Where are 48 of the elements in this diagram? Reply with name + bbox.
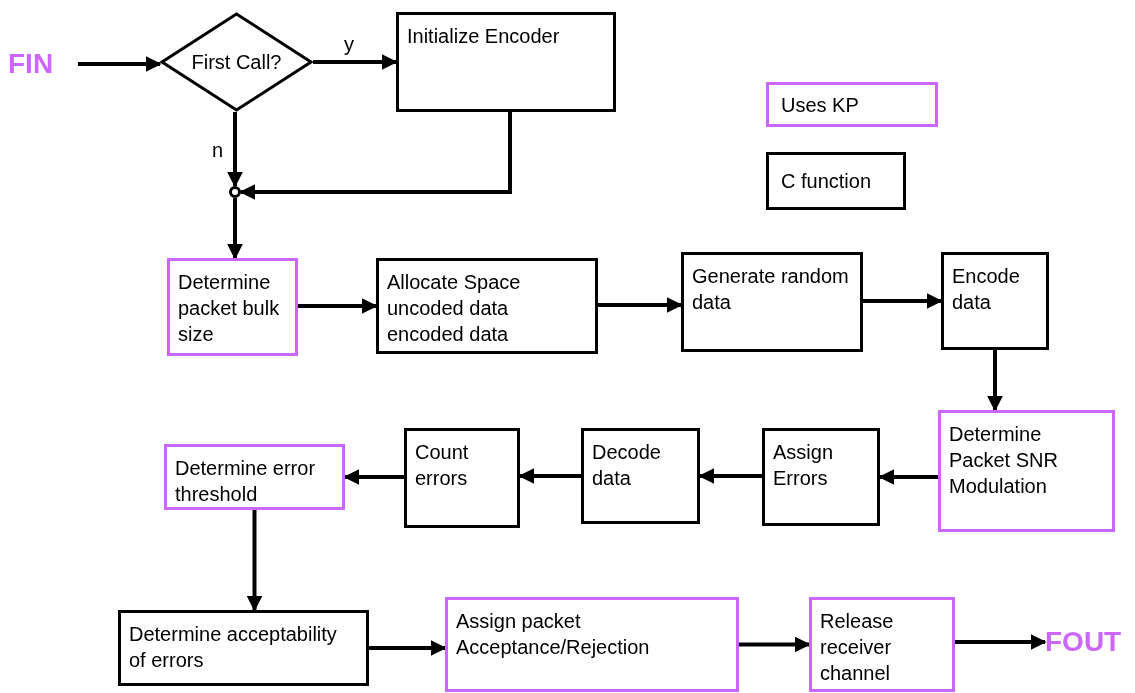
node-text: Assign Errors (773, 440, 835, 491)
process-box (762, 428, 880, 526)
process-box (445, 597, 739, 692)
arrow (369, 640, 447, 656)
node-text: Assign packet Acceptance/Rejection (456, 609, 651, 660)
terminal-label: FIN (8, 46, 78, 82)
process-box (118, 610, 369, 686)
arrow (739, 636, 811, 653)
arrow (298, 298, 378, 314)
arrow (246, 510, 263, 612)
node-text: Initialize Encoder (407, 24, 561, 49)
node-text: Decode data (592, 440, 662, 491)
node-text: Determine packet bulk size (178, 270, 281, 347)
terminal-label: FOUT (1045, 622, 1133, 662)
node-text: Determine Packet SNR Modulation (949, 422, 1059, 499)
legend-text: Uses KP (781, 92, 859, 118)
node-text: Determine error threshold (175, 456, 317, 507)
process-box (681, 252, 863, 352)
process-box (167, 258, 298, 356)
arrow (518, 468, 581, 484)
process-box (938, 410, 1115, 532)
node-text: Generate random data (692, 264, 850, 315)
process-box (404, 428, 520, 528)
arrow (227, 198, 243, 260)
process-box (376, 258, 598, 354)
arrow (239, 112, 512, 200)
arrow (78, 56, 162, 72)
process-box (941, 252, 1049, 350)
node-text: Count errors (415, 440, 470, 491)
legend-text: C function (781, 169, 872, 194)
process-box (809, 597, 955, 692)
process-box (581, 428, 700, 524)
node-text: Determine acceptability of errors (129, 622, 338, 673)
node-text: Release receiver channel (820, 609, 895, 686)
arrow (955, 634, 1047, 650)
process-box (164, 444, 345, 510)
process-box (396, 12, 616, 112)
arrow (227, 112, 243, 188)
arrow (598, 297, 683, 313)
node-text: Allocate Space uncoded data encoded data (387, 270, 522, 347)
arrow (863, 293, 943, 309)
node-text: Encode data (952, 264, 1021, 315)
arrow (343, 469, 404, 485)
arrow (878, 469, 938, 485)
arrow (987, 350, 1003, 412)
node-text: First Call? (191, 50, 282, 75)
arrow (698, 468, 762, 484)
arrow (313, 54, 398, 70)
